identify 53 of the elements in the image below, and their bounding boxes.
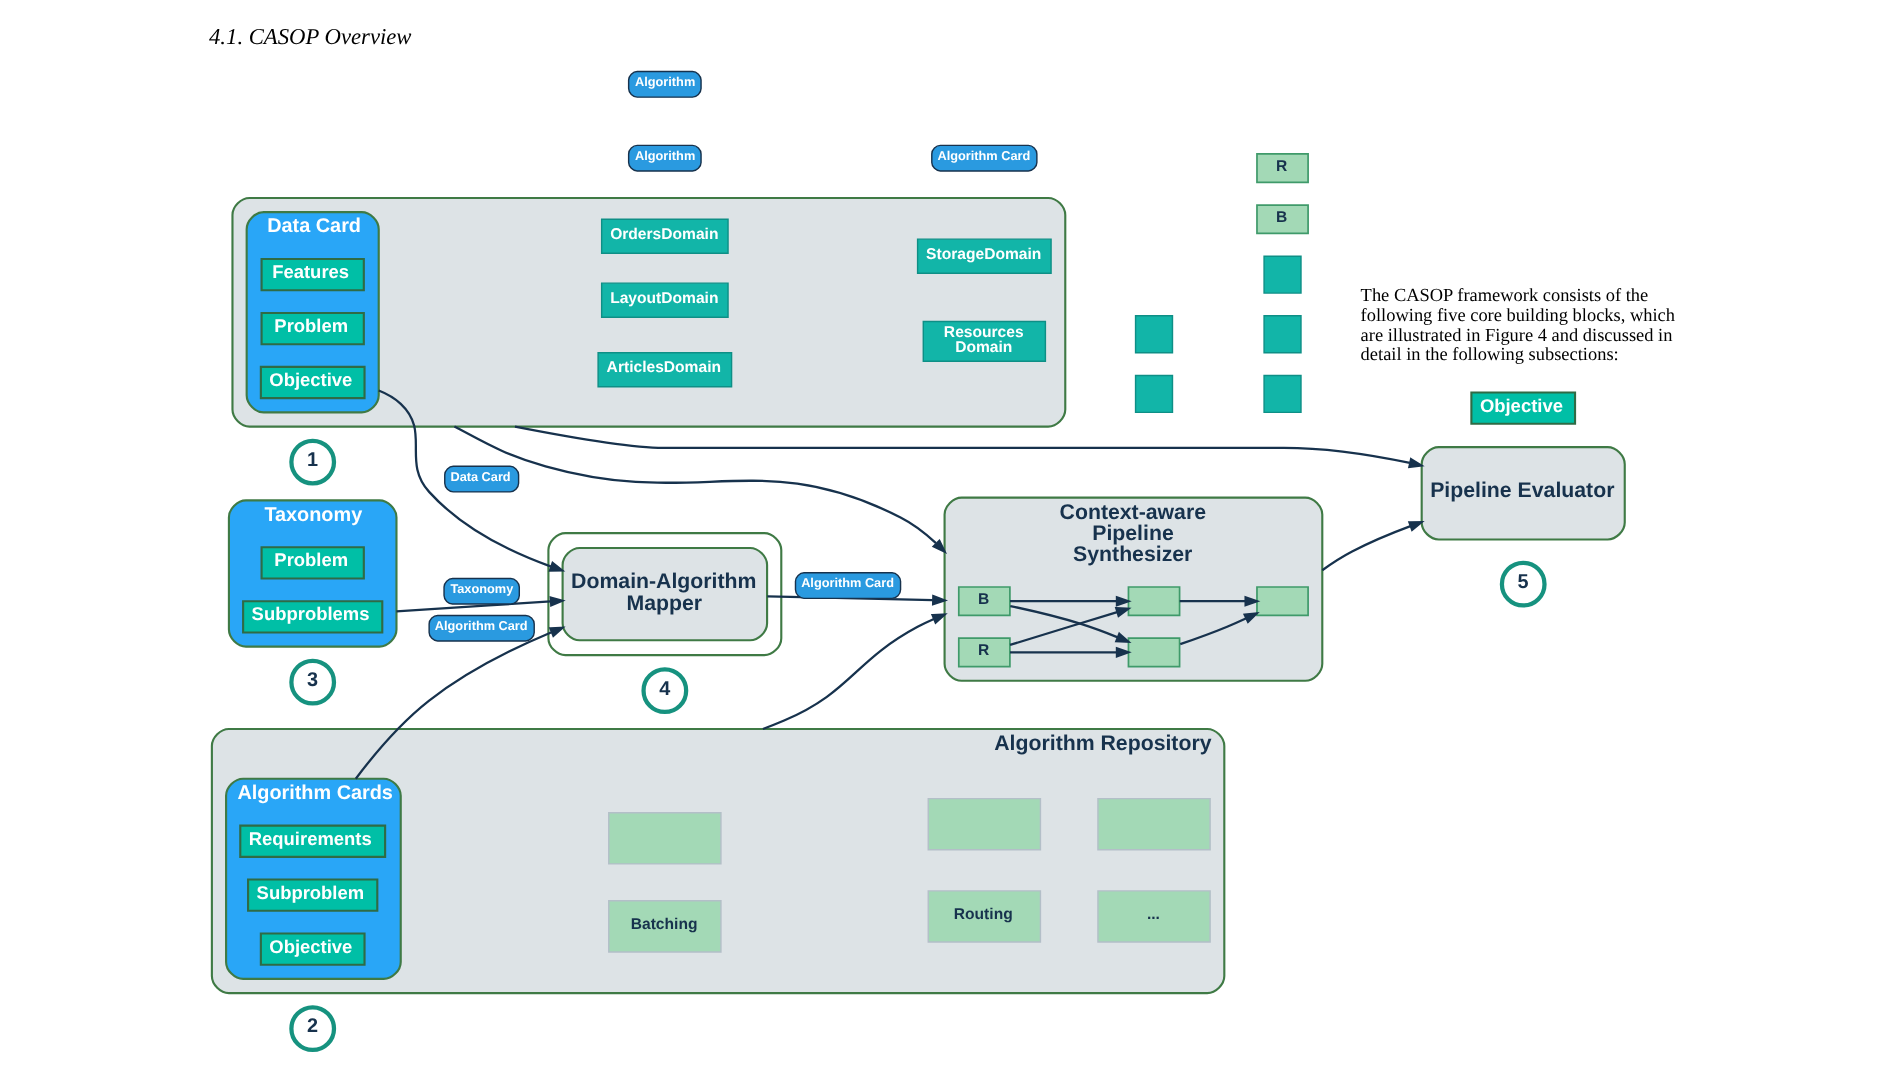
node-box: [608, 812, 722, 865]
node-box: Requirements: [239, 824, 387, 858]
diagram-title: 4.1. CASOP Overview: [209, 26, 412, 51]
arrow: [396, 595, 566, 613]
node-box: B: [957, 586, 1011, 617]
node-box: OrdersDomain: [600, 218, 729, 255]
node-box: ArticlesDomain: [597, 352, 733, 388]
node-box: Objective: [259, 932, 366, 966]
node-box: Subproblems: [242, 600, 384, 634]
node-box: Resources Domain: [922, 320, 1047, 362]
node-box: R: [957, 637, 1011, 668]
node-box: ...: [1097, 890, 1211, 943]
node-box: Batching: [608, 900, 722, 953]
arrow: [1321, 521, 1425, 572]
node-box: [1263, 315, 1302, 354]
node-box: [1134, 374, 1174, 414]
arrow: [453, 425, 948, 555]
node-box: [1263, 374, 1302, 414]
arrow: [378, 389, 566, 572]
node-circle: 5: [1499, 560, 1547, 608]
arrow: [514, 425, 1425, 469]
arrow: [762, 613, 948, 731]
arrow: [354, 626, 566, 780]
node-box: [1097, 797, 1211, 851]
node-box: [1256, 586, 1309, 617]
node-box: Routing: [927, 890, 1042, 943]
node-box: [1127, 586, 1181, 617]
node-box: [1263, 255, 1302, 294]
node-circle: 1: [289, 438, 337, 486]
node-box: [1134, 315, 1174, 354]
node-circle: 2: [289, 1005, 337, 1053]
node-box: Objective: [259, 365, 366, 400]
node-box: Problem: [260, 311, 365, 346]
node-box: Problem: [260, 546, 365, 580]
arrow: [1010, 646, 1132, 658]
node-box: [1127, 637, 1181, 668]
node-box: B: [1256, 204, 1309, 235]
arrow: [767, 594, 949, 606]
node-box: Pipeline Evaluator: [1420, 446, 1626, 541]
node-box: Objective: [1470, 391, 1577, 425]
node-box: R: [1256, 153, 1309, 184]
node-box: Features: [260, 257, 365, 292]
label: The CASOP framework consists of the following five core building blocks, which are illustrated in Figure 4 and discussed in detail in the following subsections:: [1360, 284, 1676, 365]
arrow: [1179, 595, 1261, 607]
node-box: Domain-Algorithm Mapper: [561, 546, 769, 642]
node-box: [927, 797, 1042, 851]
node-box: StorageDomain: [916, 238, 1052, 274]
arrow: [1010, 595, 1132, 607]
node-circle: 4: [641, 667, 689, 715]
node-circle: 3: [289, 658, 337, 706]
arrow: [1179, 611, 1260, 646]
node-box: LayoutDomain: [600, 282, 729, 318]
node-box: Subproblem: [247, 878, 379, 912]
